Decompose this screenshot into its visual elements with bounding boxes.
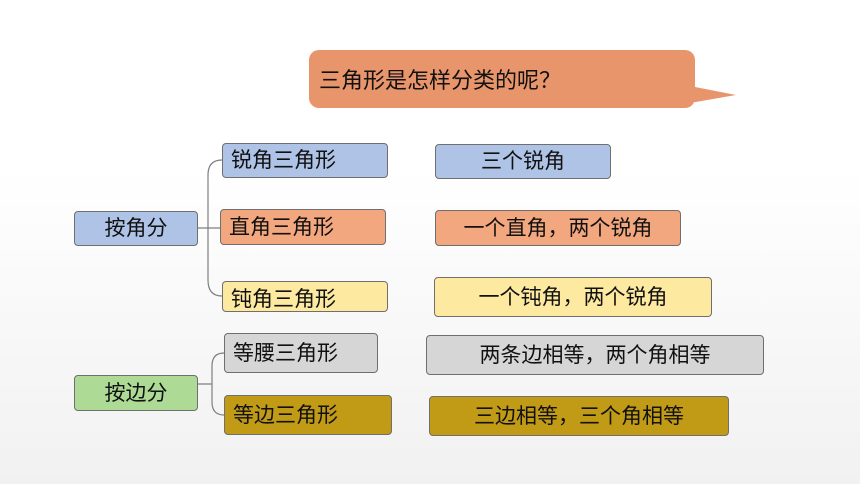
category-by-angle-label: 按角分 <box>104 216 168 240</box>
question-bubble: 三角形是怎样分类的呢？ <box>309 50 695 108</box>
desc-acute: 三个锐角 <box>435 144 611 179</box>
category-by-side: 按边分 <box>74 375 198 411</box>
question-text: 三角形是怎样分类的呢？ <box>319 69 562 94</box>
side-bracket <box>198 352 225 416</box>
desc-right-label: 一个直角，两个锐角 <box>463 215 653 240</box>
type-equilateral-label: 等边三角形 <box>233 402 338 427</box>
desc-obtuse-label: 一个钝角，两个锐角 <box>478 284 668 309</box>
desc-equilateral-label: 三边相等，三个角相等 <box>474 403 684 428</box>
type-right: 直角三角形 <box>220 209 386 245</box>
desc-right: 一个直角，两个锐角 <box>435 210 681 246</box>
type-obtuse-label: 钝角三角形 <box>231 287 336 311</box>
type-isosceles-label: 等腰三角形 <box>233 340 338 365</box>
angle-bracket <box>198 159 223 297</box>
desc-obtuse: 一个钝角，两个锐角 <box>434 277 712 317</box>
desc-isosceles-label: 两条边相等，两个角相等 <box>479 342 711 367</box>
desc-isosceles: 两条边相等，两个角相等 <box>426 335 764 375</box>
desc-equilateral: 三边相等，三个角相等 <box>429 396 729 436</box>
type-right-label: 直角三角形 <box>229 214 334 239</box>
type-acute: 锐角三角形 <box>222 143 388 178</box>
type-equilateral: 等边三角形 <box>224 395 392 435</box>
speech-bubble-tail <box>690 86 736 103</box>
desc-acute-label: 三个锐角 <box>481 149 565 173</box>
type-acute-label: 锐角三角形 <box>231 148 336 172</box>
type-isosceles: 等腰三角形 <box>224 333 378 373</box>
category-by-side-label: 按边分 <box>104 380 168 405</box>
category-by-angle: 按角分 <box>74 211 198 246</box>
type-obtuse: 钝角三角形 <box>222 281 388 312</box>
